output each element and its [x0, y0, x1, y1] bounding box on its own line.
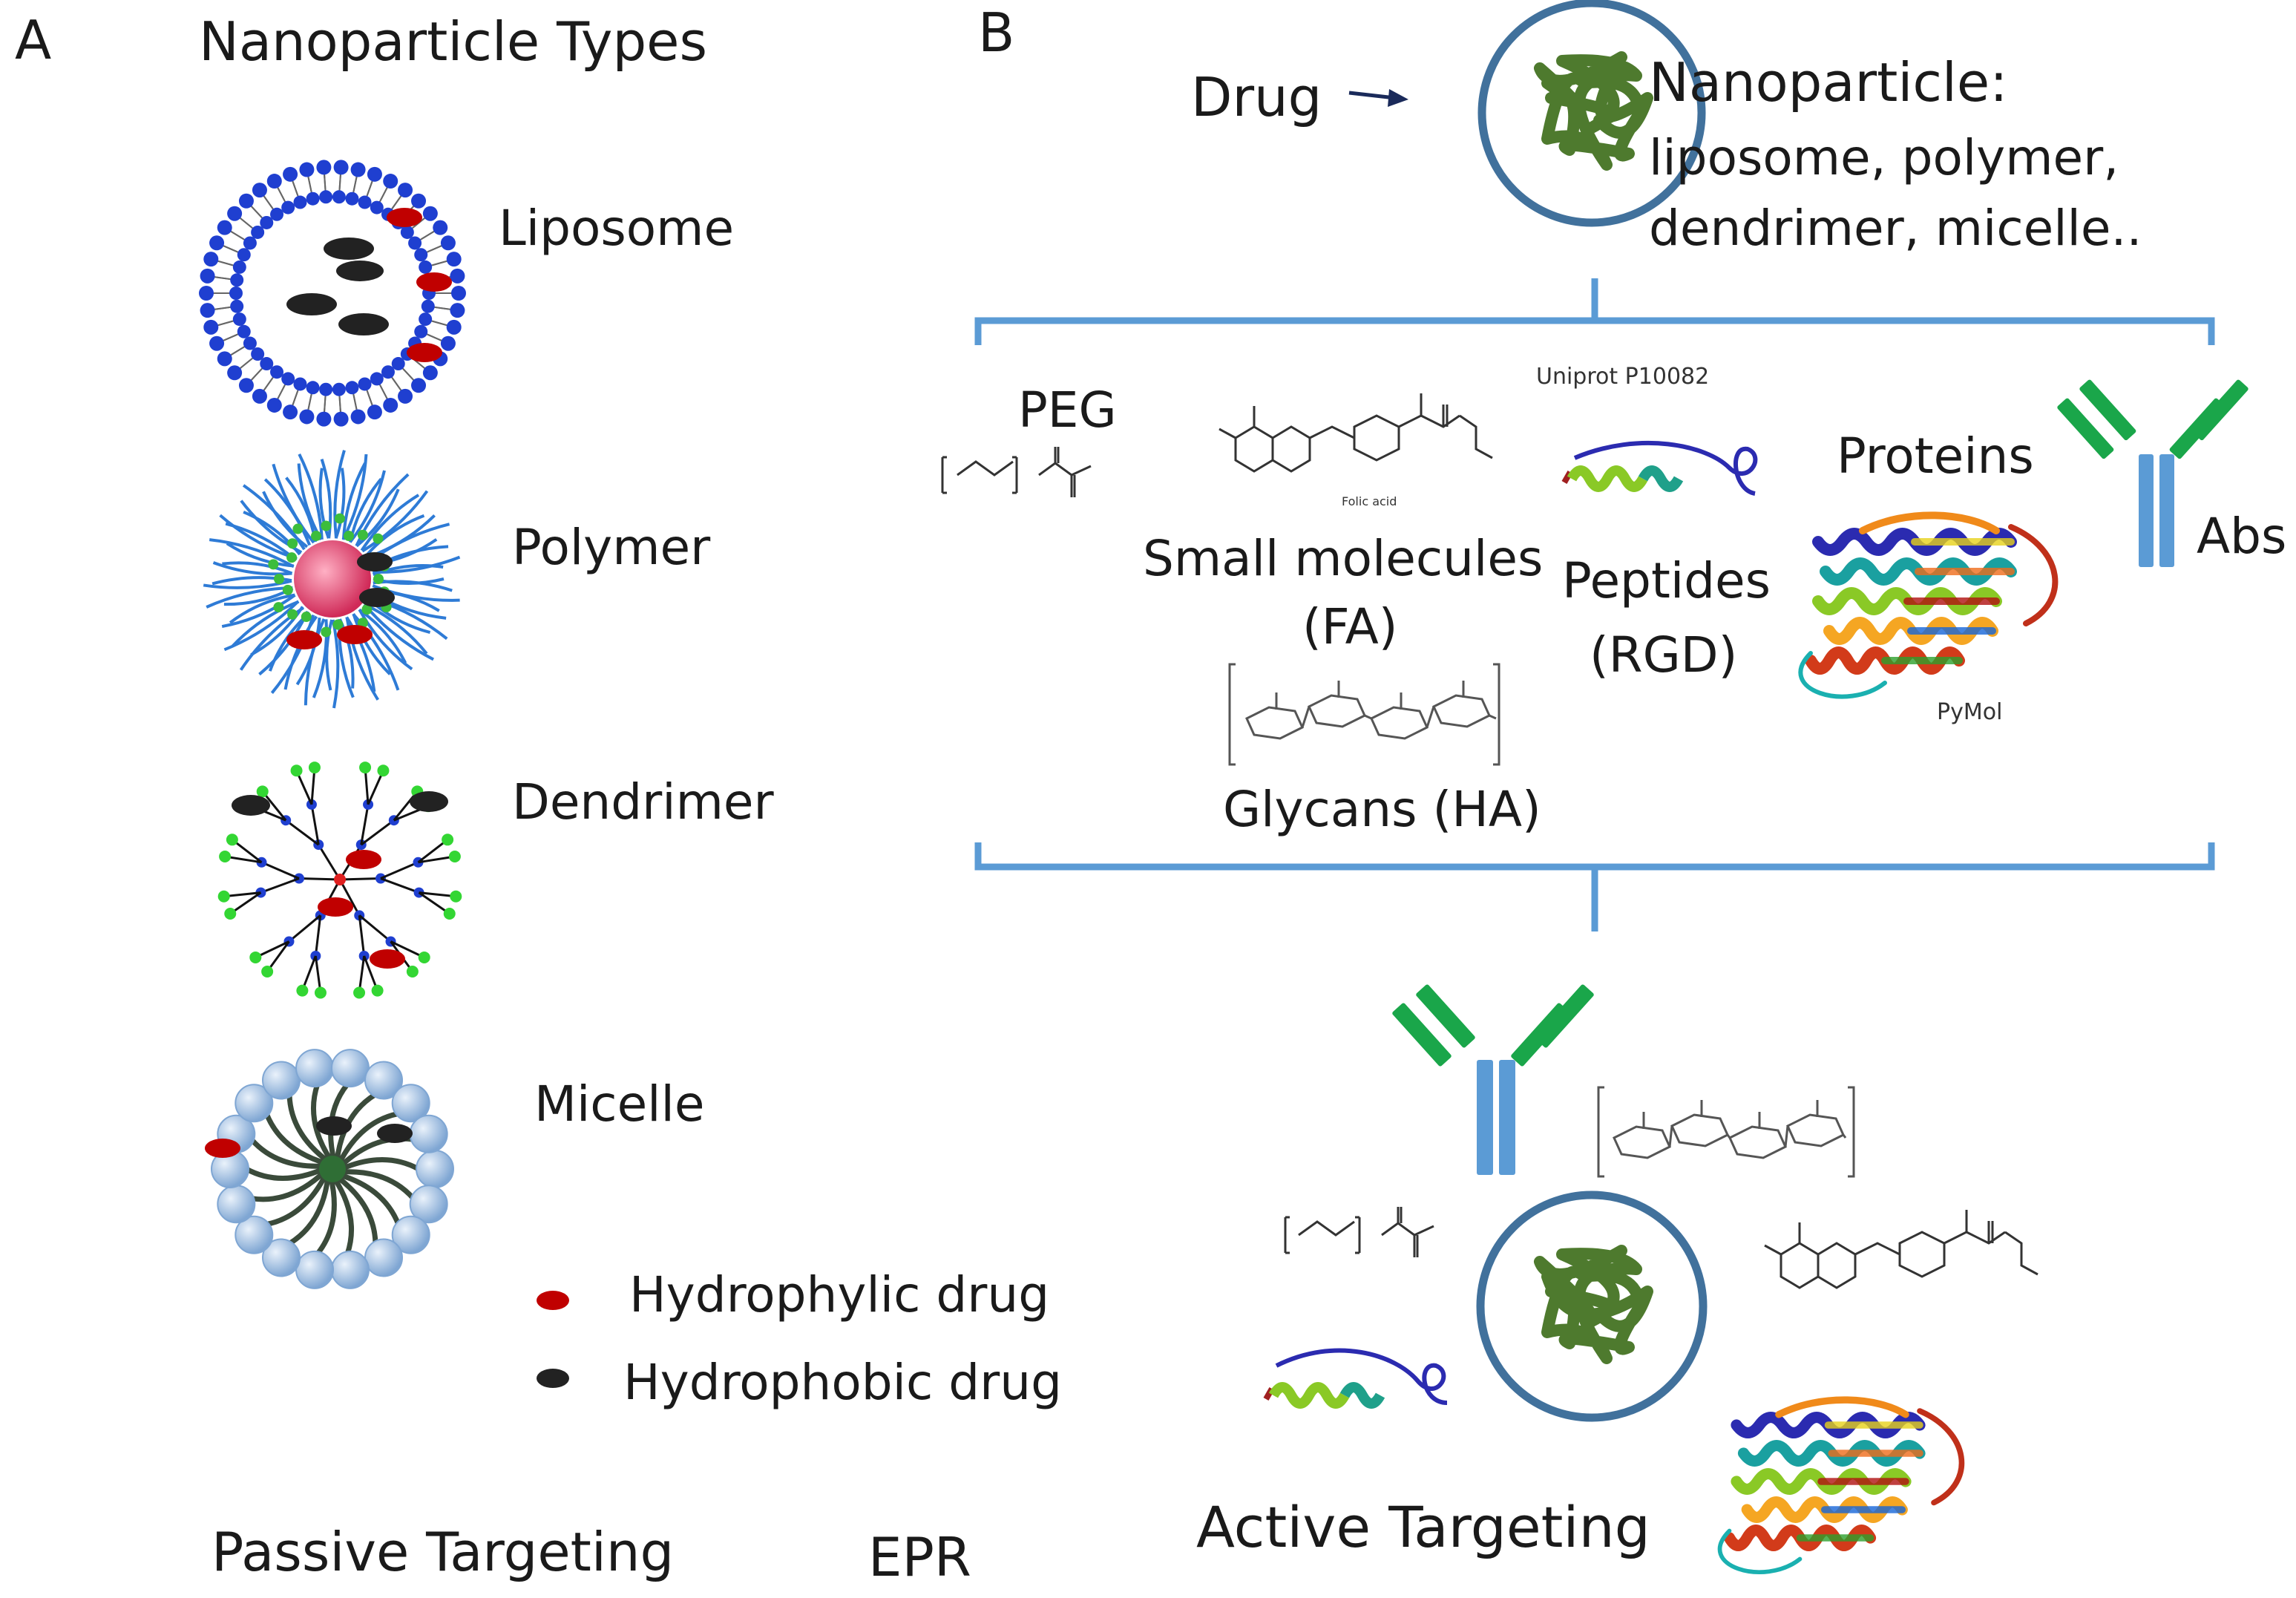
legend-hydrophilic-dot	[537, 1291, 569, 1310]
glycan-structure	[1228, 663, 1500, 766]
passive-targeting-label: Passive Targeting	[211, 1521, 675, 1583]
nanoparticle-list-line2: dendrimer, micelle..	[1649, 200, 2142, 257]
small-molecules-fa-label: (FA)	[1302, 598, 1398, 655]
nanoparticle-top	[1477, 0, 1706, 227]
type-label-dendrimer: Dendrimer	[512, 773, 774, 831]
pymol-label: PyMol	[1937, 699, 2003, 725]
type-label-polymer: Polymer	[512, 519, 711, 576]
nanoparticle-list-line1: liposome, polymer,	[1649, 129, 2119, 186]
peptides-rgd-label: (RGD)	[1590, 626, 1738, 684]
legend-hydrophobic-dot	[537, 1369, 569, 1388]
peptides-label: Peptides	[1562, 552, 1771, 609]
type-label-micelle: Micelle	[534, 1075, 705, 1133]
folic-acid-caption: Folic acid	[1342, 494, 1397, 508]
polymer-graphic	[203, 450, 461, 709]
nanoparticle-title: Nanoparticle:	[1649, 51, 2008, 114]
peptide-ribbon-lower	[1263, 1348, 1448, 1409]
liposome-graphic	[199, 160, 466, 427]
proteins-label: Proteins	[1837, 428, 2034, 485]
type-label-liposome: Liposome	[499, 200, 735, 257]
peptide-ribbon	[1561, 440, 1758, 496]
protein-ribbon-lower	[1717, 1396, 1965, 1574]
panel-a-letter: A	[15, 9, 52, 71]
drug-label: Drug	[1191, 66, 1322, 128]
uniprot-label: Uniprot P10082	[1536, 364, 1710, 390]
active-targeting-label: Active Targeting	[1196, 1494, 1650, 1560]
peg-label: PEG	[1018, 382, 1117, 439]
abs-label: Abs	[2197, 508, 2287, 565]
folic-acid-structure-lower	[1764, 1210, 2038, 1289]
glycans-label: Glycans (HA)	[1223, 781, 1541, 838]
lower-bracket	[974, 842, 2215, 931]
panel-a-title: Nanoparticle Types	[199, 10, 707, 73]
nanoparticle-bottom	[1476, 1191, 1708, 1422]
small-molecules-label: Small molecules	[1143, 530, 1544, 587]
peg-structure	[941, 447, 1092, 497]
glycan-structure-lower	[1597, 1086, 1855, 1178]
folic-acid-structure	[1218, 393, 1493, 473]
upper-bracket	[974, 278, 2215, 345]
legend-hydrophilic-label: Hydrophylic drug	[629, 1266, 1050, 1323]
dendrimer-graphic	[217, 762, 462, 999]
panel-b-letter: B	[978, 1, 1015, 64]
antibody-icon-lower	[1392, 984, 1594, 1175]
micelle-graphic	[205, 1049, 454, 1289]
epr-label: EPR	[868, 1526, 971, 1588]
drug-arrow	[1348, 89, 1408, 107]
legend-hydrophobic-label: Hydrophobic drug	[623, 1354, 1063, 1411]
peg-structure-lower	[1284, 1207, 1434, 1257]
protein-ribbon	[1798, 511, 2059, 699]
antibody-icon	[2057, 379, 2249, 567]
